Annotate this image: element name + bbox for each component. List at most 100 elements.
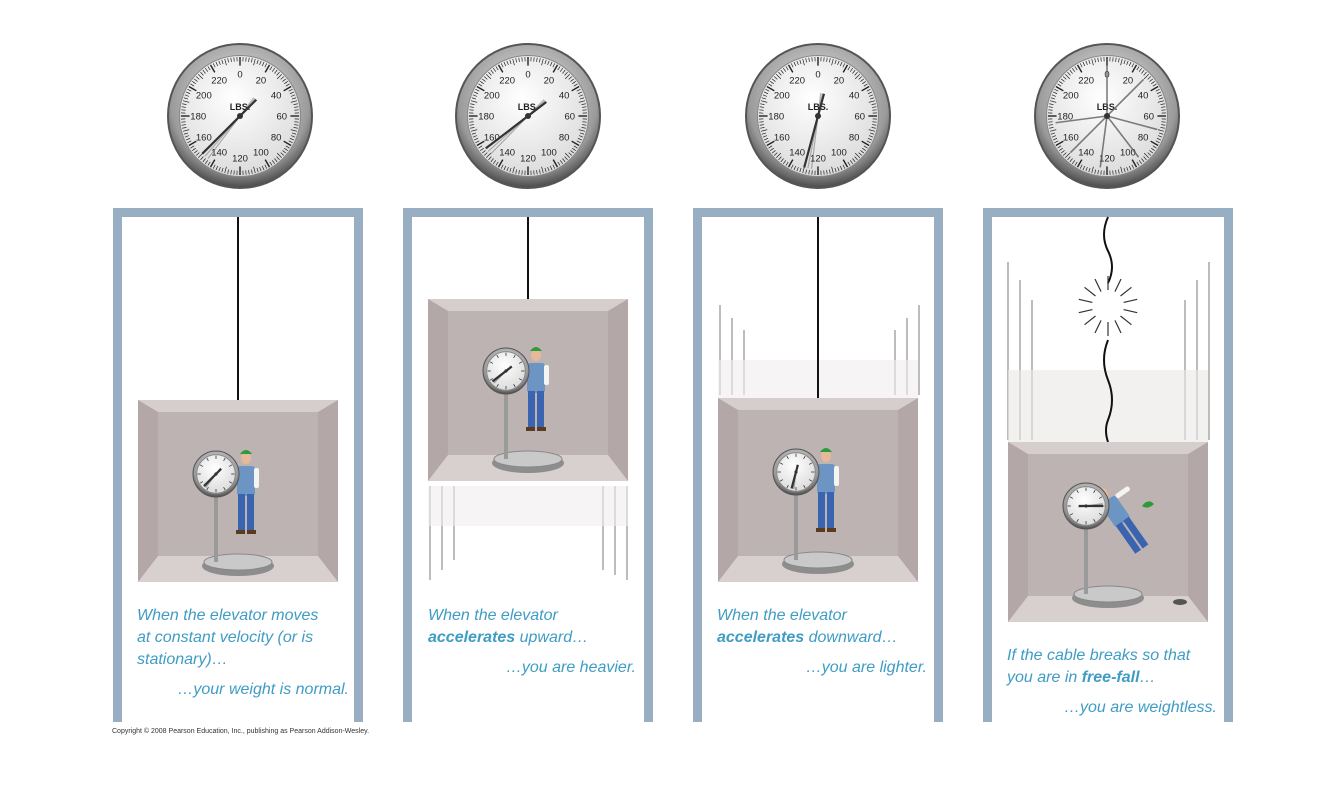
worker [526, 347, 549, 431]
dial-tick [206, 457, 209, 462]
dial-tick [288, 140, 293, 144]
dial-tick [796, 60, 799, 66]
caption-text: If the cable breaks so that [1007, 647, 1191, 664]
dial-needle [201, 98, 258, 155]
dial-tick [207, 66, 211, 71]
dial-tick [1131, 159, 1138, 168]
dial-tick [227, 58, 229, 63]
dial-tick [193, 78, 198, 82]
dial-hub [794, 470, 798, 474]
dial-tick [547, 166, 550, 172]
dial-tick [539, 58, 541, 63]
dial-tick [1143, 156, 1147, 161]
dial-tick [470, 127, 475, 129]
dial-tick [802, 58, 805, 66]
dial-tick [768, 145, 773, 149]
dial-tick [552, 164, 556, 169]
scale-and-worker-4 [1072, 486, 1187, 608]
dial-tick [202, 158, 206, 163]
dial-tick [480, 81, 484, 85]
car-floor [1008, 596, 1208, 622]
dial-tick [518, 57, 520, 63]
dial-tick [799, 167, 802, 173]
worker-leg [1115, 521, 1141, 554]
dial-tick [471, 132, 477, 135]
dial-tick-label: 180 [478, 112, 494, 123]
dial-tick [293, 124, 299, 126]
shaft-top-bar [693, 208, 943, 217]
dial-needle-blur [1099, 115, 1108, 168]
dial-tick-label: 20 [1123, 75, 1134, 86]
dial-tick [1128, 61, 1132, 67]
worker-shoe [236, 530, 245, 534]
scale-post [794, 494, 798, 560]
shaft-right-post [934, 208, 943, 722]
car-ceiling [428, 299, 628, 311]
elevator-car-4 [1008, 442, 1208, 622]
dial-tick [493, 160, 497, 164]
dial-tick [207, 161, 211, 166]
dial-tick [847, 161, 851, 166]
shaft-left-post [983, 208, 992, 722]
dial-tick [557, 66, 561, 71]
dial-tick-label: 200 [484, 91, 500, 102]
dial-tick-label: 100 [1120, 148, 1136, 159]
burst-ray [1123, 298, 1138, 304]
dial-tick [269, 66, 273, 71]
dial-tick-label: 200 [774, 91, 790, 102]
dial-tick [862, 81, 866, 85]
dial-tick [518, 378, 523, 381]
dial-tick [471, 97, 477, 100]
dial-tick [860, 78, 865, 82]
dial-tick-label: 140 [211, 148, 227, 159]
dial-tick [1094, 58, 1096, 63]
dial-tick [199, 481, 204, 484]
dial-tick [290, 100, 298, 103]
dial-tick [473, 137, 479, 141]
dial-tick [472, 94, 478, 97]
dial-tick-label: 80 [271, 132, 282, 143]
dial-tick [1126, 166, 1129, 172]
dial-tick [868, 129, 876, 132]
dial-tick-label: 60 [1143, 112, 1154, 123]
dial-tick-label: 60 [276, 112, 287, 123]
dial-tick [1136, 161, 1140, 166]
dial-tick [181, 124, 187, 126]
dial-tick [771, 78, 776, 82]
car-scale-dial-1 [192, 450, 240, 498]
dial-tick [276, 71, 280, 76]
dial-tick [766, 85, 775, 92]
dial-tick [1072, 68, 1076, 72]
dial-tick [761, 132, 767, 135]
dial-tick [261, 61, 265, 67]
dial-tick [778, 71, 782, 76]
scale-and-worker-2 [492, 347, 564, 473]
dial-tick [1048, 124, 1054, 126]
dial-tick [773, 76, 778, 80]
dial-tick [562, 158, 566, 163]
dial-tick [1115, 57, 1117, 63]
dial-tick [475, 88, 480, 92]
dial-tick [288, 88, 293, 92]
dial-tick [1052, 137, 1058, 141]
dial-tick [495, 66, 499, 71]
dial-tick [837, 60, 840, 66]
dial-tick [829, 169, 831, 174]
shaft-top-bar [403, 208, 653, 217]
dial-tick [253, 58, 256, 66]
dial-tick [577, 91, 583, 95]
dial-tick [771, 150, 776, 154]
shaft-frame-4 [983, 208, 1233, 722]
dial-tick [1151, 81, 1155, 85]
caption-text: at constant velocity (or is [137, 629, 314, 646]
caption-text: you are in [1007, 669, 1082, 686]
dial-tick [496, 383, 499, 388]
dial-tick [1057, 145, 1062, 149]
scale-post [1084, 528, 1088, 594]
caption-result: …you are lighter. [805, 659, 927, 676]
dial-tick [184, 135, 190, 138]
dial-tick [1151, 147, 1155, 151]
dial-needle [803, 93, 826, 168]
